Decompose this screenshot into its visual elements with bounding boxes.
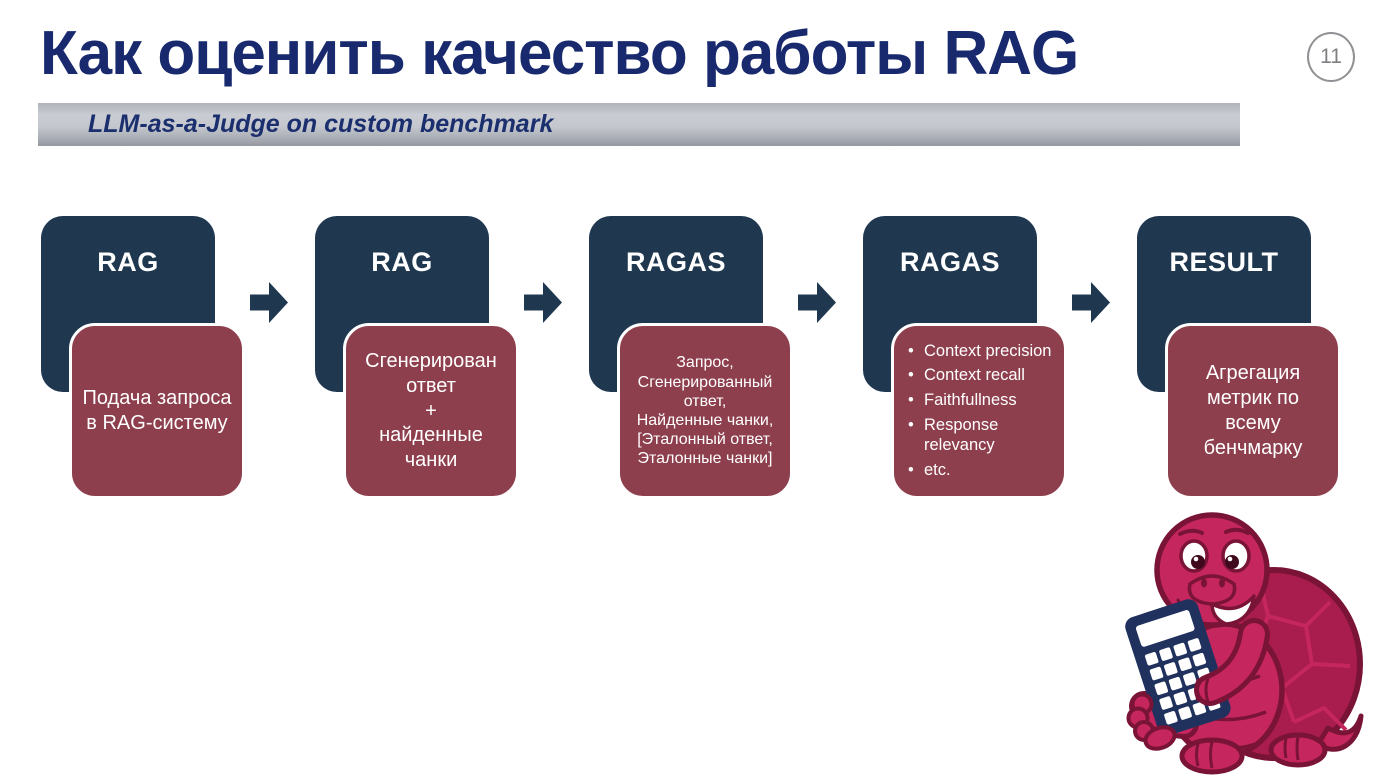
flow-arrow-icon bbox=[798, 282, 836, 323]
slide-title: Как оценить качество работы RAG bbox=[40, 19, 1079, 88]
detail-box: Подача запроса в RAG-систему bbox=[69, 323, 245, 499]
subtitle-text: LLM-as-a-Judge on custom benchmark bbox=[88, 110, 554, 138]
detail-box: Запрос, Сгенерированный ответ, Найденные… bbox=[617, 323, 793, 499]
bullet-text: Faithfullness bbox=[924, 391, 1017, 410]
flow-arrow-icon bbox=[250, 282, 288, 323]
page-number-badge: 11 bbox=[1307, 32, 1355, 82]
flow-step-5: RESULT Агрегация метрик по всему бенчмар… bbox=[1137, 216, 1380, 506]
detail-text: Подача запроса в RAG-систему bbox=[82, 387, 232, 434]
flow-arrow-icon bbox=[524, 282, 562, 323]
flow-step-4: RAGAS • Context precision • Context reca… bbox=[863, 216, 1111, 506]
subtitle-banner: LLM-as-a-Judge on custom benchmark bbox=[38, 103, 1240, 146]
page-number: 11 bbox=[1320, 45, 1342, 68]
list-item: • Context recall bbox=[908, 366, 1056, 386]
flow-arrow-icon bbox=[1072, 282, 1110, 323]
bullet-text: Response relevancy bbox=[924, 416, 999, 454]
bullet-text: Context precision bbox=[924, 341, 1052, 360]
bullet-icon: • bbox=[908, 416, 914, 434]
list-item: • Response relevancy bbox=[908, 416, 1056, 456]
list-item: • Context precision bbox=[908, 342, 1056, 362]
turtle-calculator-illustration bbox=[1125, 512, 1364, 775]
list-item: • Faithfullness bbox=[908, 391, 1056, 411]
stage-label: RESULT bbox=[1169, 247, 1279, 277]
stage-label: RAGAS bbox=[899, 247, 1000, 277]
detail-text: Сгенерирован ответ + найденные чанки bbox=[365, 350, 497, 472]
detail-box: Агрегация метрик по всему бенчмарку bbox=[1165, 323, 1341, 499]
detail-text: Запрос, Сгенерированный ответ, Найденные… bbox=[636, 354, 774, 468]
detail-box: • Context precision • Context recall • F… bbox=[891, 323, 1067, 499]
bullet-text: Context recall bbox=[924, 366, 1025, 385]
bullet-icon: • bbox=[908, 391, 914, 410]
bullet-text: etc. bbox=[924, 460, 951, 479]
flow-step-2: RAG Сгенерирован ответ + найденные чанки bbox=[315, 216, 563, 506]
bullet-icon: • bbox=[908, 460, 914, 479]
bullet-icon: • bbox=[908, 341, 914, 360]
metric-list: • Context precision • Context recall • F… bbox=[894, 342, 1064, 481]
flow-step-3: RAGAS Запрос, Сгенерированный ответ, Най… bbox=[589, 216, 837, 506]
detail-text: Агрегация метрик по всему бенчмарку bbox=[1203, 362, 1303, 459]
list-item: • etc. bbox=[908, 461, 1056, 481]
flow-step-1: RAG Подача запроса в RAG-систему bbox=[41, 216, 289, 506]
stage-label: RAG bbox=[97, 247, 159, 277]
detail-box: Сгенерирован ответ + найденные чанки bbox=[343, 323, 519, 499]
stage-label: RAGAS bbox=[625, 247, 726, 277]
bullet-icon: • bbox=[908, 366, 914, 385]
stage-label: RAG bbox=[371, 247, 433, 277]
